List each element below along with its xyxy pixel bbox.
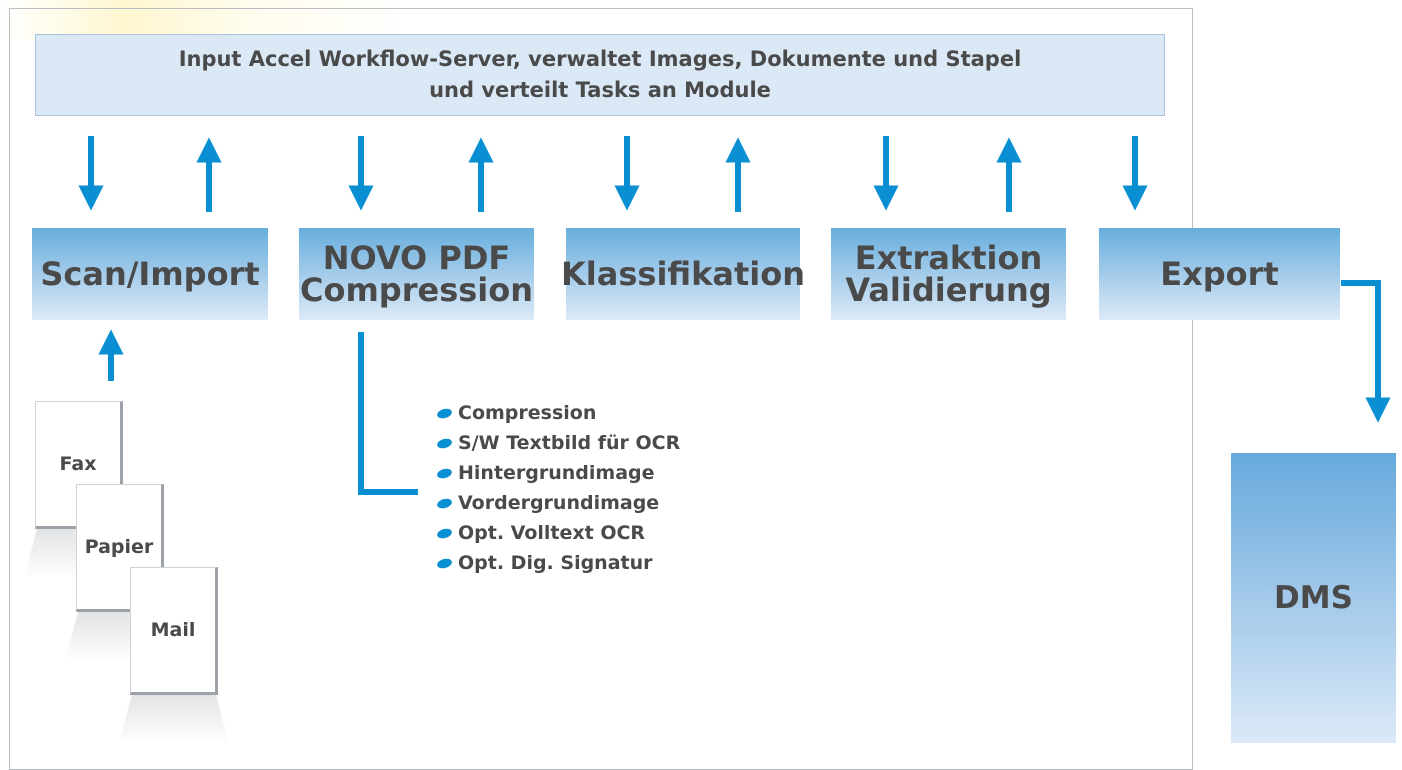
module-export-label: Export <box>1160 255 1279 293</box>
feature-label: Vordergrundimage <box>458 492 660 514</box>
feature-item: Hintergrundimage <box>436 458 680 488</box>
page-shadow <box>119 694 229 744</box>
feature-item: Vordergrundimage <box>436 488 680 518</box>
module-export: Export <box>1099 228 1340 320</box>
bullet-icon <box>436 526 453 540</box>
module-extraktion-label-2: Validierung <box>845 271 1052 309</box>
document-papier-label: Papier <box>84 536 154 558</box>
feature-label: Compression <box>458 402 597 424</box>
workflow-server-box: Input Accel Workflow-Server, verwaltet I… <box>35 34 1165 116</box>
bullet-icon <box>436 406 453 420</box>
feature-item: Opt. Dig. Signatur <box>436 548 680 578</box>
background-glow <box>0 0 420 40</box>
feature-label: Hintergrundimage <box>458 462 655 484</box>
feature-label: Opt. Dig. Signatur <box>458 552 653 574</box>
novo-feature-list: Compression S/W Textbild für OCR Hinterg… <box>436 398 681 578</box>
connector-arrows <box>78 136 1391 495</box>
module-novo-pdf: NOVO PDF Compression <box>299 228 534 320</box>
module-klassifikation-label: Klassifikation <box>560 255 806 293</box>
feature-label: S/W Textbild für OCR <box>458 432 681 454</box>
module-scan-import: Scan/Import <box>32 228 268 320</box>
document-mail: Mail <box>130 567 218 695</box>
module-extraktion-label-1: Extraktion <box>854 239 1043 277</box>
feature-item: Opt. Volltext OCR <box>436 518 680 548</box>
bullet-icon <box>436 496 453 510</box>
server-line-1: Input Accel Workflow-Server, verwaltet I… <box>178 47 1022 71</box>
document-fax-label: Fax <box>59 453 97 475</box>
export-to-dms-connector <box>1341 280 1391 423</box>
novo-feature-bracket <box>358 332 418 495</box>
feature-item: Compression <box>436 398 680 428</box>
bullet-icon <box>436 436 453 450</box>
module-extraktion: Extraktion Validierung <box>831 228 1066 320</box>
document-mail-label: Mail <box>150 619 196 641</box>
bullet-icon <box>436 556 453 570</box>
document-papier: Papier <box>76 484 164 612</box>
module-scan-import-label: Scan/Import <box>40 255 260 293</box>
feature-item: S/W Textbild für OCR <box>436 428 681 458</box>
server-line-2: und verteilt Tasks an Module <box>429 78 771 102</box>
module-klassifikation: Klassifikation <box>561 228 805 320</box>
dms-box: DMS <box>1231 453 1396 743</box>
feature-label: Opt. Volltext OCR <box>458 522 646 544</box>
dms-label: DMS <box>1274 580 1353 616</box>
bullet-icon <box>436 466 453 480</box>
module-novo-pdf-label-1: NOVO PDF <box>322 239 511 277</box>
module-novo-pdf-label-2: Compression <box>299 271 534 309</box>
